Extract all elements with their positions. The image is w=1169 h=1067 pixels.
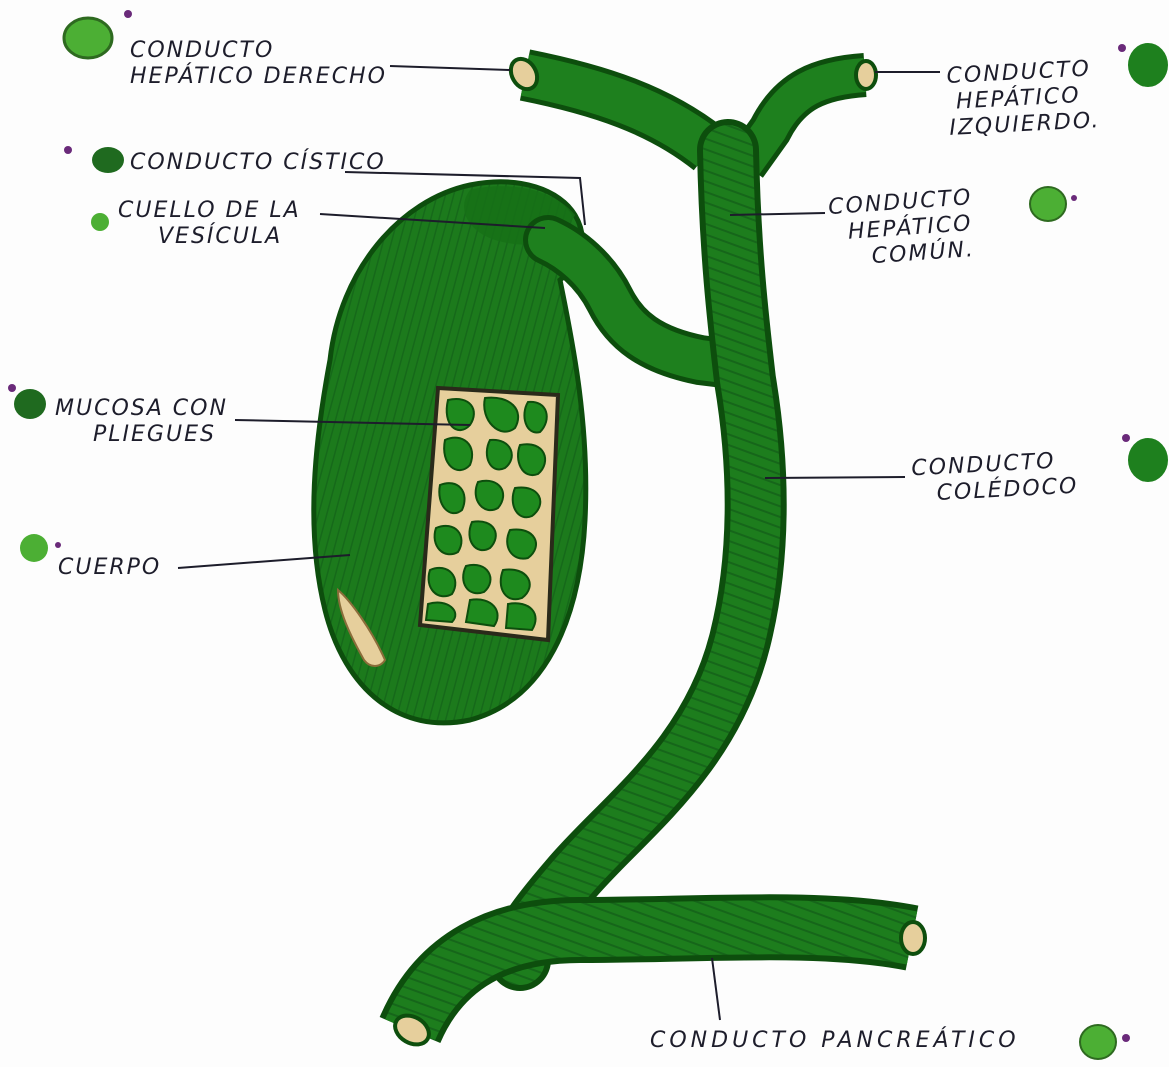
- label-cuerpo: Cuerpo: [58, 555, 161, 581]
- label-pancreatico: Conducto Pancreático: [650, 1028, 1020, 1054]
- label-pancreatico-line1: Conducto Pancreático: [650, 1028, 1020, 1054]
- label-cuerpo-line1: Cuerpo: [58, 555, 161, 581]
- label-mucosa: Mucosa con pliegues: [55, 396, 228, 448]
- label-hepatico-derecho-line2: Hepático derecho: [130, 64, 387, 90]
- leader-pancreatico: [712, 958, 720, 1020]
- left-hepatic-duct-opening: [856, 61, 876, 89]
- leader-hepatico-derecho: [390, 66, 510, 70]
- leader-coledoco: [765, 477, 905, 478]
- label-coledoco: Conducto Colédoco: [911, 448, 1079, 509]
- pancreatic-duct-opening-right: [901, 922, 925, 954]
- label-cuello-line2: vesícula: [118, 224, 301, 250]
- label-cuello-line1: Cuello de la: [118, 198, 301, 224]
- label-mucosa-line2: pliegues: [55, 422, 228, 448]
- label-hepatico-derecho: Conducto Hepático derecho: [130, 38, 387, 90]
- label-mucosa-line1: Mucosa con: [55, 396, 228, 422]
- label-hepatico-izquierdo: Conducto Hepático Izquierdo.: [946, 56, 1101, 142]
- label-cuello: Cuello de la vesícula: [118, 198, 301, 250]
- label-cistico-line1: Conducto Cístico: [130, 150, 386, 176]
- mucosa-window: [420, 388, 558, 640]
- label-cistico: Conducto Cístico: [130, 150, 386, 176]
- label-hepatico-comun: Conducto Hepático Común.: [827, 185, 976, 273]
- label-hepatico-derecho-line1: Conducto: [130, 38, 387, 64]
